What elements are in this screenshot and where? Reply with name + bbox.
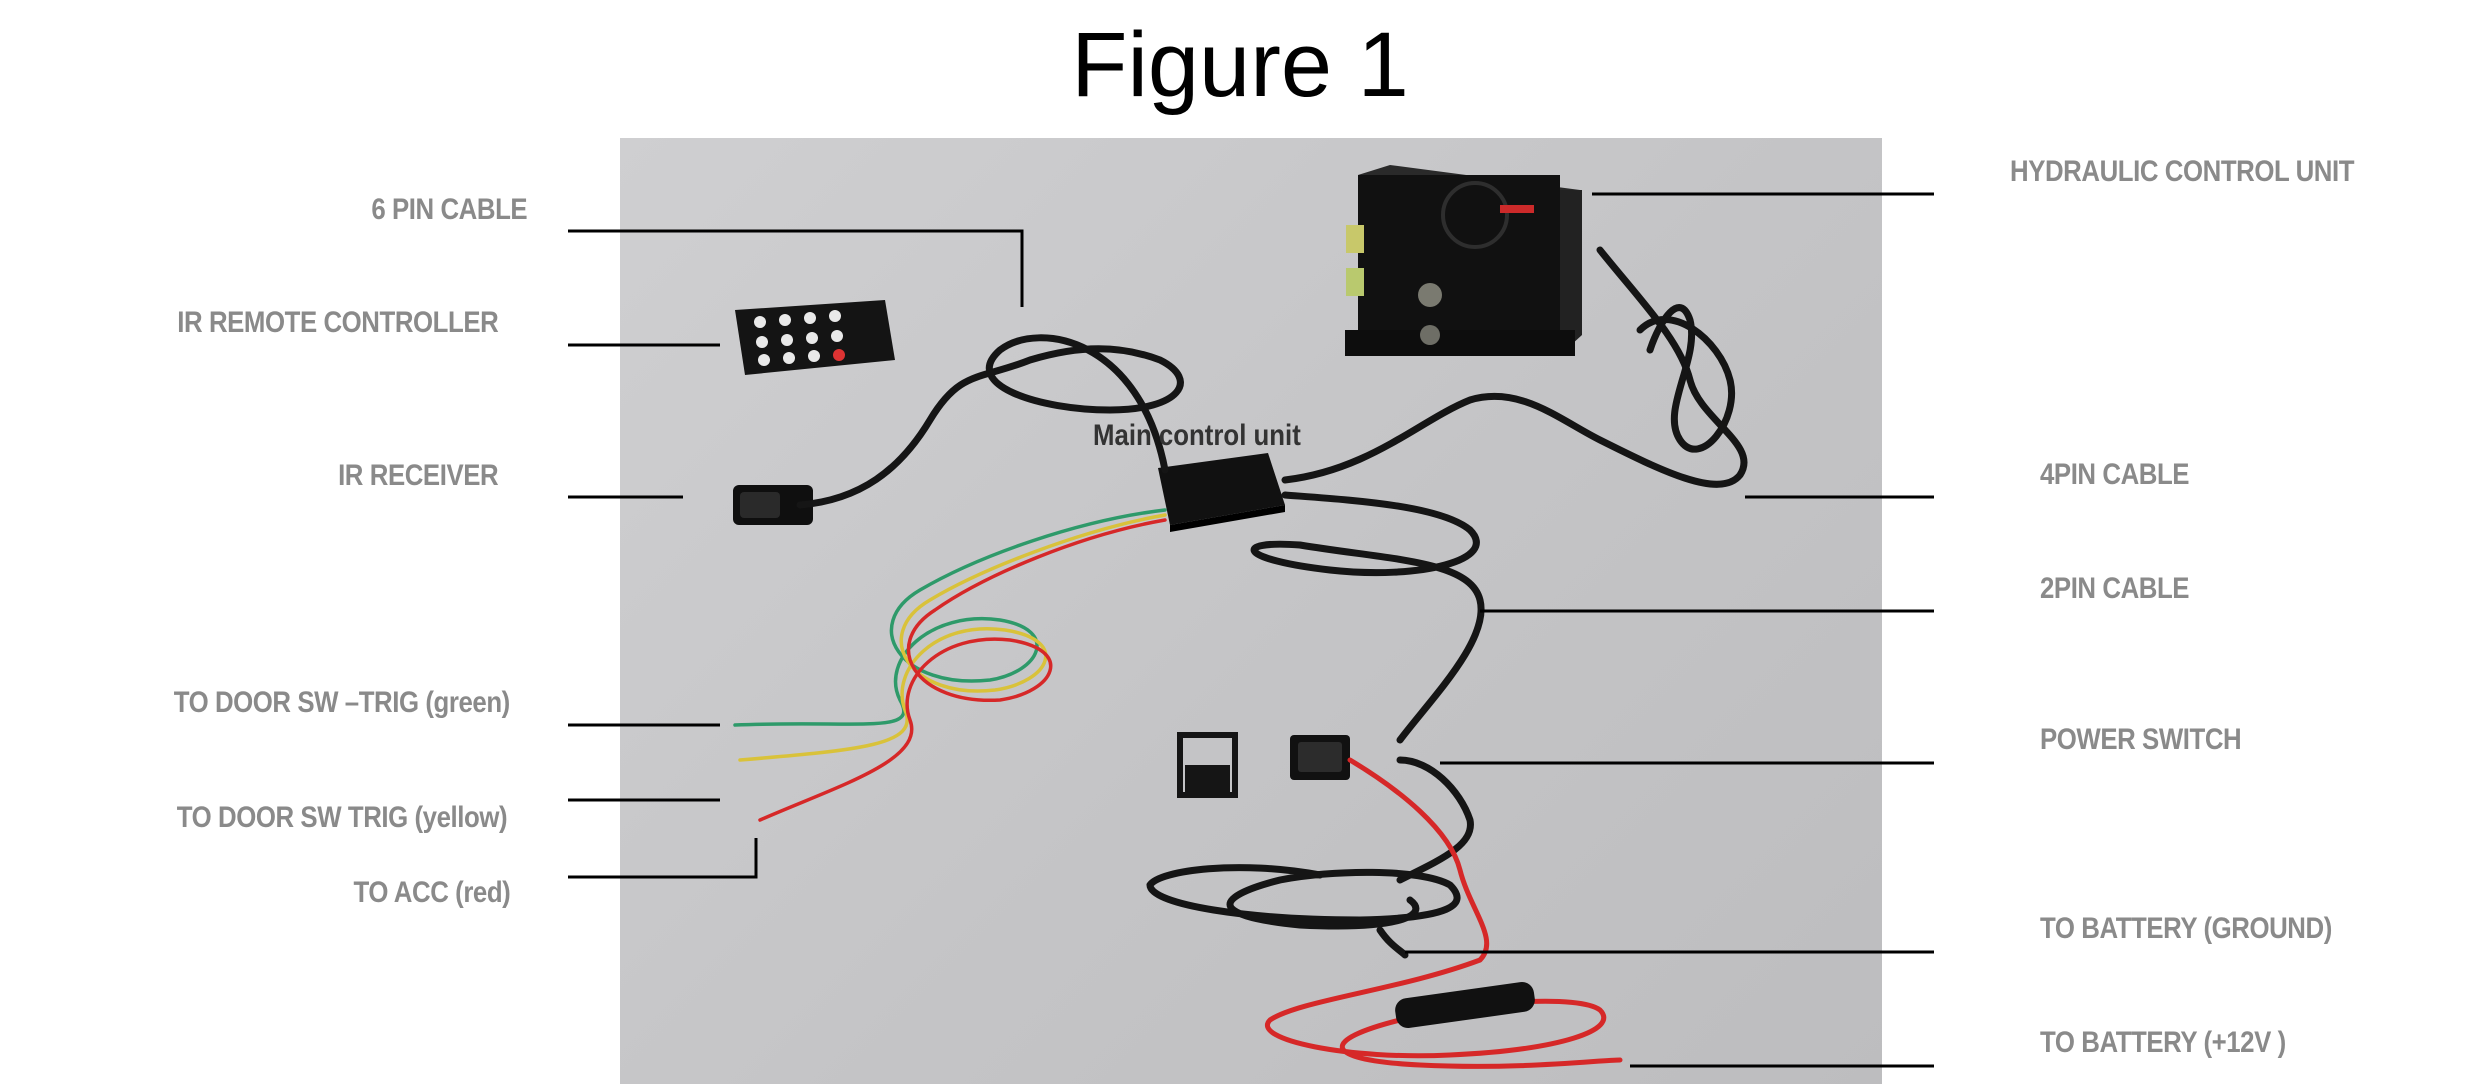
- label-to-acc-red: TO ACC (red): [353, 876, 510, 909]
- label-door-sw-trig-green: TO DOOR SW –TRIG (green): [173, 686, 511, 719]
- ir-receiver: [733, 485, 813, 525]
- label-4pin-cable: 4PIN CABLE: [2040, 458, 2190, 491]
- label-to-battery-ground: TO BATTERY (GROUND): [2040, 912, 2332, 945]
- label-door-sw-trig-yellow: TO DOOR SW TRIG (yellow): [176, 801, 508, 834]
- fuse-holder: [1395, 981, 1535, 1029]
- label-2pin-cable: 2PIN CABLE: [2040, 572, 2190, 605]
- label-6-pin-cable: 6 PIN CABLE: [371, 193, 527, 226]
- label-hydraulic-control-unit: HYDRAULIC CONTROL UNIT: [2010, 155, 2355, 188]
- mounting-bracket: [1177, 732, 1238, 798]
- label-ir-remote-controller: IR REMOTE CONTROLLER: [176, 306, 498, 339]
- label-ir-receiver: IR RECEIVER: [337, 459, 499, 492]
- main-control-unit-label: Main control unit: [1093, 419, 1301, 452]
- label-power-switch: POWER SWITCH: [2040, 723, 2242, 756]
- ir-remote-controller: [735, 300, 895, 375]
- hydraulic-control-unit: [1345, 165, 1582, 356]
- main-control-unit: [1158, 453, 1285, 532]
- figure-title: Figure 1: [1071, 14, 1409, 116]
- label-to-battery-12v: TO BATTERY (+12V ): [2040, 1026, 2286, 1059]
- power-switch: [1290, 735, 1350, 780]
